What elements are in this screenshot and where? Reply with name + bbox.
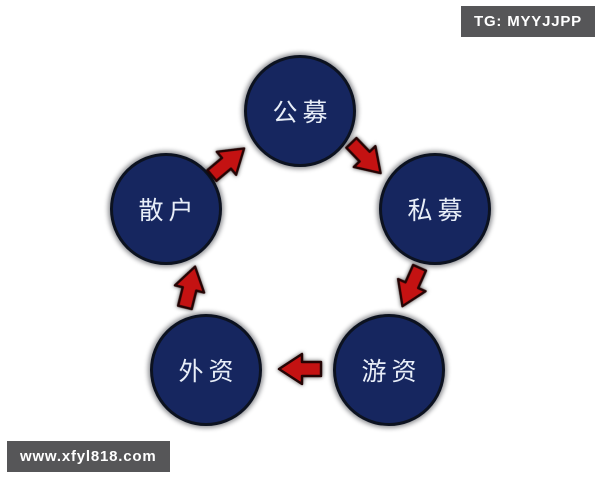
node-retail-investors: 散户 — [110, 153, 222, 265]
telegram-badge: TG: MYYJJPP — [461, 6, 595, 37]
node-foreign-capital: 外资 — [150, 314, 262, 426]
arrow-icon-foreign-to-retail — [166, 260, 214, 314]
node-private-funds: 私募 — [379, 153, 491, 265]
arrow-icon-hotmoney-to-foreign — [277, 350, 323, 388]
node-label: 外资 — [178, 358, 239, 386]
node-label: 游资 — [361, 358, 422, 386]
node-hot-money: 游资 — [333, 314, 445, 426]
node-label: 私募 — [407, 197, 468, 225]
arrow-icon-retail-to-public — [198, 133, 258, 192]
node-label: 公募 — [272, 99, 333, 127]
node-public-funds: 公募 — [244, 55, 356, 167]
website-watermark: www.xfyl818.com — [7, 441, 170, 472]
arrow-icon-public-to-private — [336, 128, 395, 187]
node-label: 散户 — [138, 197, 199, 225]
arrow-icon-private-to-hotmoney — [384, 258, 437, 315]
